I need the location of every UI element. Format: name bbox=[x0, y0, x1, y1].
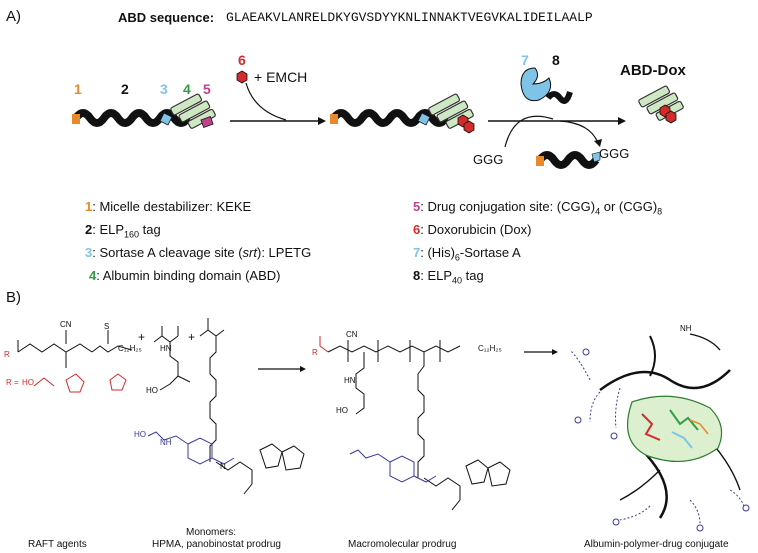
legend-item-7: 7: (His)6-Sortase A bbox=[413, 245, 521, 263]
drug-conjugation-site bbox=[200, 116, 214, 128]
step1-emch-text: + EMCH bbox=[254, 69, 308, 85]
raft-r-eq-label: R = bbox=[6, 378, 19, 387]
marker-5: 5 bbox=[203, 81, 211, 97]
legend-post-8: tag bbox=[462, 268, 484, 283]
marker-3: 3 bbox=[160, 81, 168, 97]
fusion-protein-start bbox=[72, 92, 217, 130]
legend-num-4: 4 bbox=[89, 268, 97, 283]
hpma-monomer bbox=[153, 326, 191, 391]
plus-2: + bbox=[188, 330, 196, 344]
legend-num-1: 1 bbox=[85, 199, 93, 214]
legend-num-7: 7 bbox=[413, 245, 421, 260]
legend-sub-2: 160 bbox=[124, 229, 140, 240]
legend-text-2: : ELP bbox=[92, 222, 125, 237]
legend-sub-5b: 8 bbox=[657, 206, 663, 217]
product-label: ABD-Dox bbox=[620, 62, 686, 79]
ggg-right-label: GGG bbox=[599, 146, 630, 161]
legend-num-2: 2 bbox=[85, 222, 93, 237]
legend-item-3: 3: Sortase A cleavage site (srt): LPETG bbox=[85, 245, 311, 260]
legend-post-5: or (CGG) bbox=[600, 199, 658, 214]
legend-post-7: -Sortase A bbox=[459, 245, 521, 260]
macro-r-label: R bbox=[312, 348, 318, 357]
legend-text-1: : Micelle destabilizer: KEKE bbox=[92, 199, 252, 214]
elp40-tag bbox=[545, 91, 573, 104]
legend-num-5: 5 bbox=[413, 199, 421, 214]
macro-hn-label: HN bbox=[344, 376, 356, 385]
conjugate-nh-label: NH bbox=[680, 324, 692, 333]
step1-number-6: 6 bbox=[238, 52, 246, 68]
prodrug-ho-label: HO bbox=[134, 430, 146, 439]
legend-text-3: : Sortase A cleavage site ( bbox=[92, 245, 243, 260]
legend-italic-3: srt bbox=[242, 245, 257, 260]
legend-item-2: 2: ELP160 tag bbox=[85, 222, 161, 240]
abd-sequence: GLAEAKVLANRELDKYGVSDYYKNLINNAKTVEGVKALID… bbox=[226, 10, 593, 25]
legend-sub-8: 40 bbox=[452, 275, 463, 286]
sortase-enzyme bbox=[520, 67, 552, 102]
marker-4: 4 bbox=[183, 81, 191, 97]
legend-text-7: : (His) bbox=[420, 245, 455, 260]
macro-ho-label: HO bbox=[336, 406, 348, 415]
legend-post-2: tag bbox=[139, 222, 161, 237]
caption-albumin-conjugate: Albumin-polymer-drug conjugate bbox=[584, 539, 729, 550]
macromolecular-prodrug-structure bbox=[319, 336, 511, 511]
legend-sub-7: 6 bbox=[454, 252, 460, 263]
raft-s-label: S bbox=[104, 322, 110, 331]
dox-hexagon-reagent bbox=[236, 70, 248, 84]
hpma-ho-label: HO bbox=[146, 386, 158, 395]
prodrug-nh-label: NH bbox=[160, 438, 172, 447]
legend-item-4: 4: Albumin binding domain (ABD) bbox=[89, 268, 281, 283]
sortase-site-block bbox=[159, 112, 173, 126]
caption-monomers-1: Monomers: bbox=[186, 527, 237, 538]
albumin-conjugate bbox=[569, 333, 750, 532]
legend-item-5: 5: Drug conjugation site: (CGG)4 or (CGG… bbox=[413, 199, 662, 217]
panel-a-label: A) bbox=[6, 8, 21, 25]
panobinostat-monomer bbox=[147, 318, 305, 495]
macro-c12-label: C₁₂H₂₅ bbox=[478, 344, 502, 353]
abd-dox-product bbox=[637, 84, 685, 122]
legend-num-8: 8 bbox=[413, 268, 421, 283]
legend-item-6: 6: Doxorubicin (Dox) bbox=[413, 222, 532, 237]
legend-text-8: : ELP bbox=[420, 268, 453, 283]
raft-c12-label: C₁₂H₂₅ bbox=[118, 344, 142, 353]
prodrug-n-label: N bbox=[220, 462, 226, 471]
panel-b-label: B) bbox=[6, 289, 21, 306]
ggg-curve bbox=[504, 115, 554, 148]
legend-text-6: : Doxorubicin (Dox) bbox=[420, 222, 532, 237]
legend-num-3: 3 bbox=[85, 245, 93, 260]
hpma-hn-label: HN bbox=[160, 344, 172, 353]
legend-item-8: 8: ELP40 tag bbox=[413, 268, 484, 286]
legend-text-5: : Drug conjugation site: (CGG) bbox=[420, 199, 596, 214]
fusion-protein-dox bbox=[330, 92, 475, 134]
raft-cn-label: CN bbox=[60, 320, 72, 329]
macro-cn-label: CN bbox=[346, 330, 358, 339]
plus-1: + bbox=[138, 330, 146, 344]
legend-sub-5a: 4 bbox=[595, 206, 601, 217]
raft-ho-label: HO bbox=[22, 378, 34, 387]
abd-sequence-title: ABD sequence: bbox=[118, 10, 215, 25]
legend-item-1: 1: Micelle destabilizer: KEKE bbox=[85, 199, 251, 214]
caption-monomers-2: HPMA, panobinostat prodrug bbox=[152, 539, 281, 550]
legend-num-6: 6 bbox=[413, 222, 421, 237]
albumin-protein bbox=[626, 395, 723, 462]
step2-number-7: 7 bbox=[521, 52, 529, 68]
raft-r-label: R bbox=[4, 350, 10, 359]
caption-raft-agents: RAFT agents bbox=[28, 539, 87, 550]
marker-2: 2 bbox=[121, 81, 129, 97]
legend-text-4: : Albumin binding domain (ABD) bbox=[96, 268, 281, 283]
cleaved-elp-ggg bbox=[536, 151, 601, 169]
caption-macromolecular-prodrug: Macromolecular prodrug bbox=[348, 539, 457, 550]
product-curve bbox=[559, 120, 599, 144]
reagent-curve-1 bbox=[245, 82, 287, 121]
legend-post-3: ): LPETG bbox=[257, 245, 312, 260]
destabilizer-block bbox=[72, 114, 80, 124]
raft-agent-structure bbox=[17, 330, 133, 368]
ggg-left-label: GGG bbox=[473, 152, 504, 167]
step2-number-8: 8 bbox=[552, 52, 560, 68]
raft-r-groups bbox=[33, 373, 127, 393]
marker-1: 1 bbox=[74, 81, 82, 97]
